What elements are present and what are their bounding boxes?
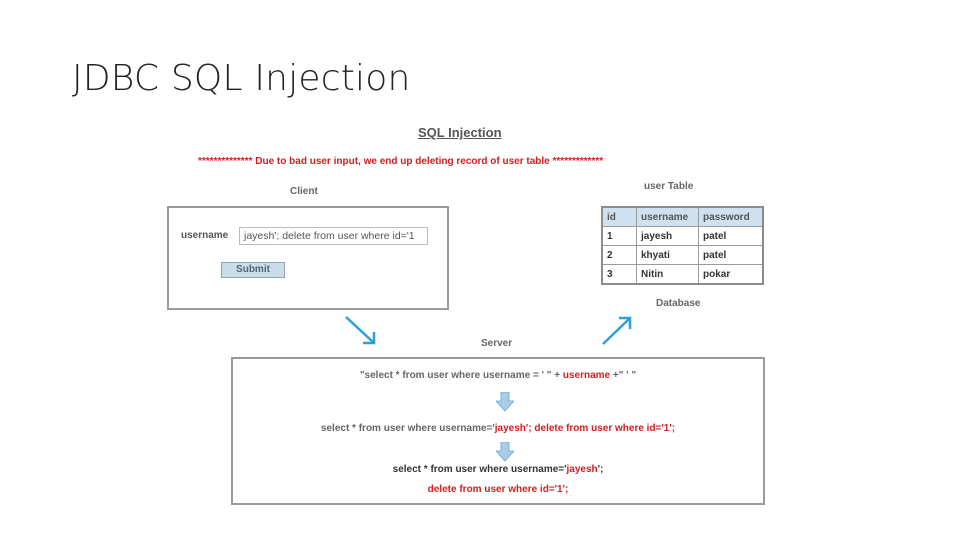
cell-username: Nitin <box>636 264 699 285</box>
client-panel: username jayesh'; delete from user where… <box>167 206 449 310</box>
server-query-delete: delete from user where id='1'; <box>427 484 569 495</box>
server-panel: "select * from user where username = ' "… <box>231 357 765 505</box>
header-password: password <box>698 206 764 227</box>
cell-id: 2 <box>601 245 637 265</box>
server-to-database-arrow-icon <box>602 316 632 345</box>
cell-username: jayesh <box>636 226 699 246</box>
database-label: Database <box>656 298 701 309</box>
cell-password: patel <box>698 245 764 265</box>
header-username: username <box>636 206 699 227</box>
user-table-label: user Table <box>644 181 694 192</box>
down-arrow-icon <box>496 442 514 462</box>
select-query-end: '; <box>597 464 604 475</box>
slide-title: JDBC SQL Injection <box>72 58 411 99</box>
user-table: id username password 1 jayesh patel 2 kh… <box>601 206 764 285</box>
username-input[interactable]: jayesh'; delete from user where id='1 <box>239 227 428 245</box>
submit-button[interactable]: Submit <box>221 262 285 278</box>
figure-title: SQL Injection <box>418 125 502 140</box>
select-query-start: select * from user where username=' <box>392 464 567 475</box>
client-to-server-arrow-icon <box>345 316 376 345</box>
table-row: 3 Nitin pokar <box>601 264 764 285</box>
username-label: username <box>181 230 229 241</box>
header-id: id <box>601 206 637 227</box>
down-arrow-icon <box>496 392 514 412</box>
server-query-template: "select * from user where username = ' "… <box>233 370 763 381</box>
query-template-variable: username <box>562 370 611 381</box>
server-query-select: select * from user where username='jayes… <box>233 464 763 475</box>
injected-delete: '; delete from user where id='1' <box>525 423 672 434</box>
cell-username: khyati <box>636 245 699 265</box>
table-header-row: id username password <box>601 206 764 227</box>
injected-username: jayesh <box>494 423 526 434</box>
client-label: Client <box>290 186 318 197</box>
query-template-start: "select * from user where username = ' "… <box>359 370 563 381</box>
server-label: Server <box>481 338 513 349</box>
server-query-injected: select * from user where username='jayes… <box>233 423 763 434</box>
select-username: jayesh <box>566 464 598 475</box>
cell-id: 3 <box>601 264 637 285</box>
injected-query-start: select * from user where username=' <box>320 423 495 434</box>
injected-query-end: ; <box>671 423 676 434</box>
table-row: 1 jayesh patel <box>601 226 764 246</box>
cell-password: pokar <box>698 264 764 285</box>
cell-id: 1 <box>601 226 637 246</box>
warning-text: ************** Due to bad user input, we… <box>198 156 604 167</box>
query-template-end: +" ' " <box>610 370 637 381</box>
table-row: 2 khyati patel <box>601 245 764 265</box>
cell-password: patel <box>698 226 764 246</box>
